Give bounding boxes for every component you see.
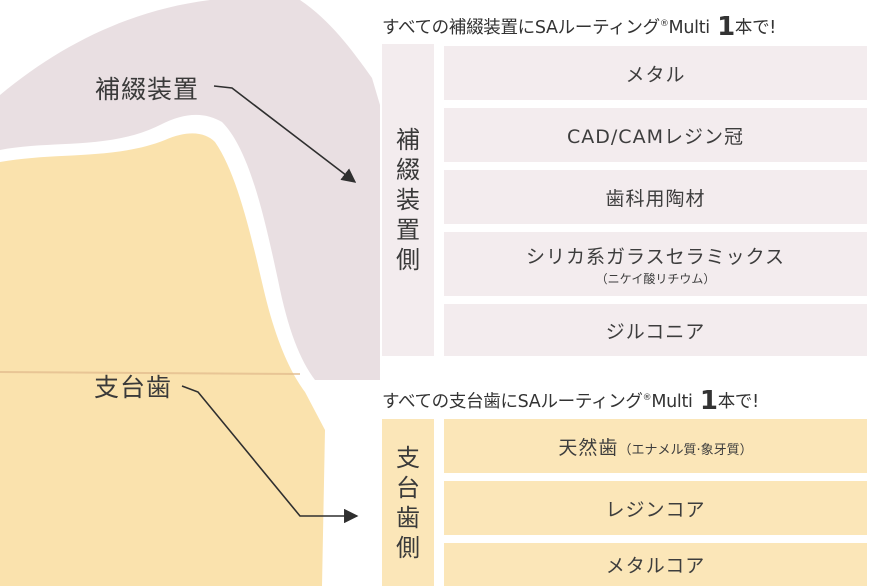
side-char: 台	[396, 473, 420, 502]
abutment-row-metal-core: メタルコア	[444, 543, 867, 586]
abutment-row-natural-tooth: 天然歯（エナメル質·象牙質）	[444, 419, 867, 473]
prosthetic-section-title: すべての補綴装置にSAルーティング®Multi 1本で!	[382, 12, 776, 42]
material-row-glass-ceramics: シリカ系ガラスセラミックス （ニケイ酸リチウム）	[444, 232, 867, 296]
abutment-title-number: 1	[699, 386, 718, 416]
prosthetic-title-prefix: すべての補綴装置にSAルーティング	[382, 18, 660, 38]
side-char: 装	[396, 186, 420, 214]
material-label: ジルコニア	[605, 320, 706, 343]
abutment-section-title: すべての支台歯にSAルーティング®Multi 1本で!	[382, 386, 759, 416]
prosthesis-arrow	[213, 85, 357, 183]
side-char: 補	[396, 126, 420, 154]
abutment-title-prefix: すべての支台歯にSAルーティング	[382, 392, 643, 412]
material-row-cadcam: CAD/CAMレジン冠	[444, 108, 867, 162]
abutment-label: メタルコア	[605, 555, 706, 577]
material-row-metal: メタル	[444, 46, 867, 100]
abutment-arrow	[181, 385, 359, 524]
abutment-label: レジンコア	[605, 498, 706, 521]
abutment-label: 天然歯（エナメル質·象牙質）	[558, 433, 752, 460]
abutment-inline-sublabel: （エナメル質·象牙質）	[618, 442, 753, 458]
material-row-zirconia: ジルコニア	[444, 304, 867, 356]
prosthetic-title-suffix: 本で!	[734, 18, 777, 38]
side-char: 側	[396, 246, 420, 274]
abutment-title-suffix: 本で!	[717, 392, 759, 412]
side-char: 歯	[396, 503, 420, 532]
material-row-porcelain: 歯科用陶材	[444, 170, 867, 224]
registered-mark: ®	[659, 19, 669, 30]
prosthesis-label: 補綴装置	[95, 75, 200, 104]
material-label: 歯科用陶材	[605, 187, 706, 210]
abutment-row-resin-core: レジンコア	[444, 481, 867, 535]
prosthetic-title-number: 1	[717, 12, 735, 42]
material-label: メタル	[625, 63, 686, 86]
side-char: 側	[396, 533, 420, 562]
prosthetic-title-brand: Multi	[668, 18, 711, 38]
abutment-label: 支台歯	[94, 373, 173, 402]
side-char: 綴	[396, 156, 420, 184]
material-label: シリカ系ガラスセラミックス	[525, 245, 786, 268]
material-sublabel: （ニケイ酸リチウム）	[595, 271, 716, 286]
abutment-title-brand: Multi	[651, 392, 693, 412]
prosthetic-side-column: 補 綴 装 置 側	[382, 44, 434, 356]
material-label: CAD/CAMレジン冠	[567, 125, 744, 148]
registered-mark: ®	[642, 393, 652, 404]
tooth-line	[0, 371, 301, 375]
tooth-shape	[0, 133, 325, 586]
abutment-side-column: 支 台 歯 側	[382, 419, 434, 586]
abutment-main-label: 天然歯	[558, 436, 619, 459]
side-char: 支	[396, 443, 420, 472]
side-char: 置	[396, 216, 420, 244]
